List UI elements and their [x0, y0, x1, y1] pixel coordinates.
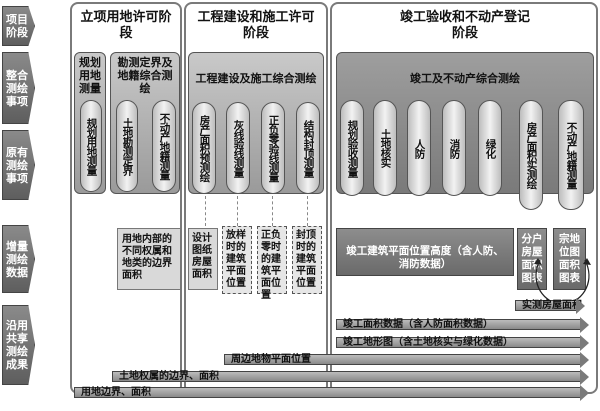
item-land-boundary-survey: 土地勘测定界 [116, 100, 138, 192]
item-presale-area-survey: 房产面积预测绘 [192, 102, 216, 194]
item-planning-land-survey: 规划用地测量 [80, 100, 102, 192]
data-box-land-boundary: 用地内部的不同权属和地类的边界面积 [117, 228, 181, 290]
item-cadastral-survey-2: 不动产地籍测量 [558, 100, 584, 210]
connector-line [272, 196, 273, 226]
shared-bar-surrounding-features: 周边地物平面位置 [224, 352, 589, 368]
data-box-completion-building: 竣工建筑平面位置高度（含人防、消防数据） [336, 228, 514, 276]
shared-bar-actual-house-area: 实测房屋面积 [515, 298, 585, 314]
shared-bar-land-ownership-boundary: 土地权属的边界、面积 [112, 369, 589, 385]
connector-line [237, 196, 238, 226]
row-label-incremental: 增量测绘数据 [2, 225, 35, 293]
row-label-shared: 沿用共享测绘成果 [2, 305, 35, 385]
item-zero-level-survey: 正负零验线测量 [261, 102, 285, 194]
stage-title-3: 竣工验收和不动产登记阶段 [400, 10, 531, 41]
item-land-verification: 土地核实 [373, 100, 397, 196]
connector-line [205, 196, 206, 226]
item-cadastral-survey-1: 不动产地籍测量 [152, 100, 176, 192]
shared-bar-completion-topo-map: 竣工地形图（含土地核实与绿化数据） [336, 335, 589, 351]
data-box-zero-level-position: 正负零时的建筑平面位置 [257, 226, 287, 301]
stage-title-2: 工程建设和施工许可阶段 [197, 10, 315, 41]
data-box-topping-position: 封顶时的建筑平面位置 [292, 226, 322, 294]
connector-line [307, 196, 308, 226]
item-greening: 绿化 [478, 100, 502, 196]
item-civil-defense: 人防 [407, 100, 431, 196]
data-box-parcel-area: 宗地位图面积图表 [553, 228, 586, 290]
item-grey-line-survey: 灰线验线测量 [226, 102, 250, 194]
data-box-design-area: 设计图纸房屋面积 [188, 228, 218, 290]
banner-boundary-cadastral-label: 勘测定界及地籍综合测绘 [117, 56, 173, 95]
banner-planning-land-survey-label: 规划用地测量 [79, 56, 101, 95]
shared-bar-land-use-boundary: 用地边界、面积 [74, 385, 589, 401]
item-fire-protection: 消防 [442, 100, 466, 196]
item-actual-area-survey: 房产面积实测绘 [519, 100, 543, 210]
row-label-stage: 项目阶段 [2, 6, 35, 46]
stage-title-1: 立项用地许可阶段 [80, 10, 172, 41]
item-planning-acceptance-survey: 规划验收测量 [340, 100, 364, 196]
banner-completion-survey-label: 竣工及不动产综合测绘 [410, 72, 520, 85]
row-label-original: 原有测绘事项 [2, 130, 35, 200]
data-box-setting-out-position: 放样时的建筑平面位置 [222, 226, 252, 294]
row-label-integrated: 整合测绘事项 [2, 52, 35, 124]
shared-bar-completion-area: 竣工面积数据（含人防面积数据） [336, 317, 589, 333]
banner-construction-survey-label: 工程建设及施工综合测绘 [195, 72, 317, 85]
item-topping-survey: 结构封顶测量 [296, 102, 320, 194]
